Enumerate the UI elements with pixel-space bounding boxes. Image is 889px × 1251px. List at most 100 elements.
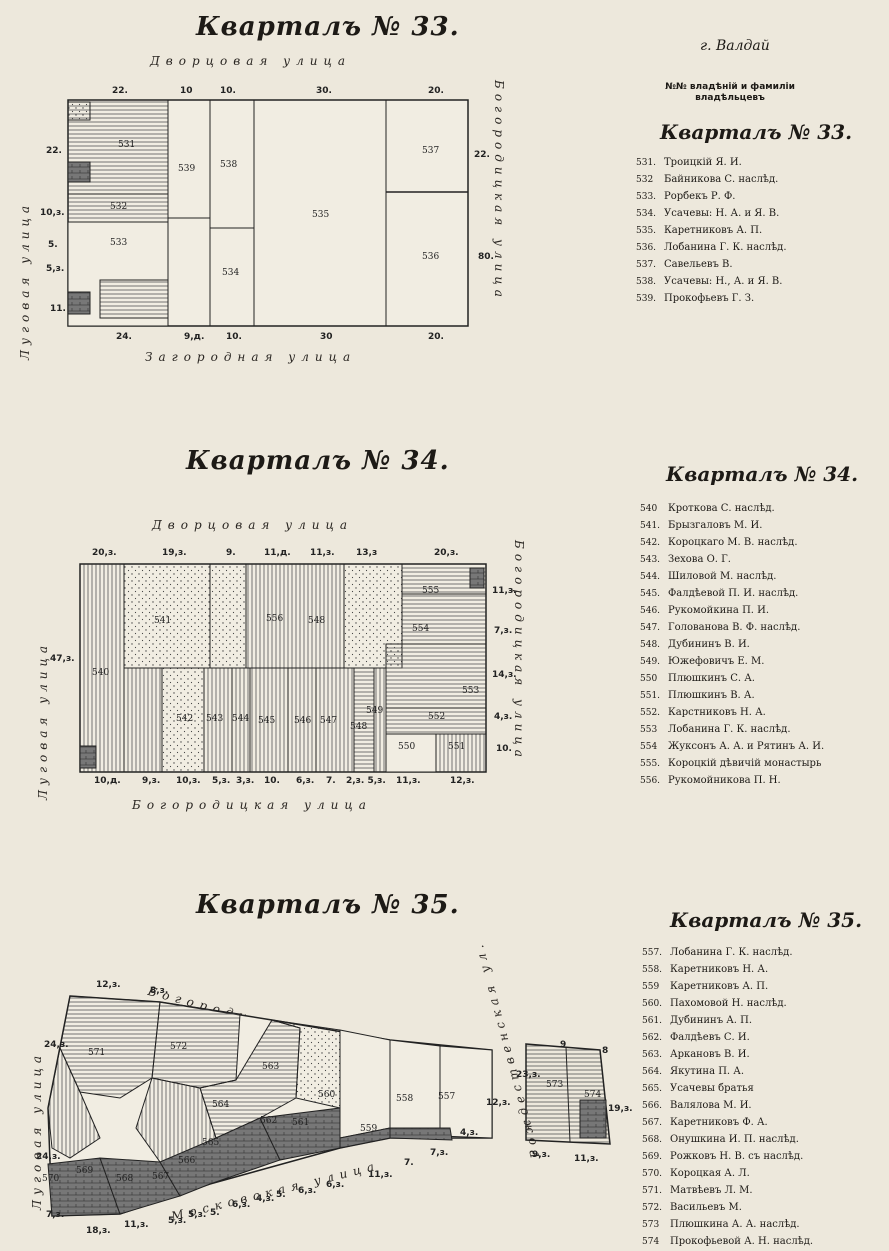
block-34-dim-top: 20,з. xyxy=(434,548,459,558)
block-34-dim-bottom: 3,з. xyxy=(236,776,255,786)
owner-name: Троицкій Я. И. xyxy=(664,157,742,168)
block-35-dim: 11,з. xyxy=(574,1154,599,1164)
owner-name: Рукомойкина П. И. xyxy=(668,605,770,616)
owner-entry: 538.Усачевы: Н., А. и Я. В. xyxy=(636,273,787,290)
block-33-dim-top: 22. xyxy=(112,86,128,96)
block-35-dim: 7,з. xyxy=(430,1148,449,1158)
block-33-dim-side: 5. xyxy=(48,240,58,250)
block-35-dim: 24,з. xyxy=(36,1152,61,1162)
owner-name: Усачевы: Н., А. и Я. В. xyxy=(664,276,783,287)
owner-name: Карстниковъ Н. А. xyxy=(668,707,766,718)
owner-number: 571. xyxy=(642,1186,663,1196)
owner-name: Каретниковъ Ф. А. xyxy=(670,1117,768,1128)
owner-entry: 574 Прокофьевой А. Н. наслѣд. xyxy=(642,1233,813,1250)
block-35-dim: 19,з. xyxy=(608,1104,633,1114)
owner-entry: 533.Рорбекъ Р. Ф. xyxy=(636,188,787,205)
owner-name: Плюшкинъ В. А. xyxy=(668,690,755,701)
owner-number: 552. xyxy=(640,708,661,718)
owner-name: Плюшкина А. А. наслѣд. xyxy=(670,1219,800,1230)
owner-entry: 569.Рожковъ Н. В. съ наслѣд. xyxy=(642,1148,813,1165)
owner-entry: 548.Дубининъ В. И. xyxy=(640,636,824,653)
block-35-dim: 5. xyxy=(210,1208,220,1218)
owner-number: 563. xyxy=(642,1050,663,1060)
block-33-dim-side: 10,з. xyxy=(40,208,65,218)
block-33-dim-bottom: 20. xyxy=(428,332,444,342)
owner-number: 550 xyxy=(640,674,658,684)
owner-number: 574 xyxy=(642,1237,660,1247)
owner-number: 549. xyxy=(640,657,661,667)
owner-name: Онушкина И. П. наслѣд. xyxy=(670,1134,799,1145)
owner-name: Усачевы: Н. А. и Я. В. xyxy=(664,208,780,219)
block-33-dim-bottom: 9,д. xyxy=(184,332,205,342)
block-35-dim: 12,з. xyxy=(486,1098,511,1108)
owner-entry: 536.Лобанина Г. К. наслѣд. xyxy=(636,239,787,256)
block-34-dim-bottom: 2,з. 5,з. xyxy=(346,776,386,786)
owner-name: Прокофьевой А. Н. наслѣд. xyxy=(670,1236,814,1247)
block-33-title: Кварталъ № 33. xyxy=(196,12,460,42)
block-35-lot: 569 xyxy=(76,1166,94,1176)
block-35-annex-plan xyxy=(525,1043,611,1145)
owner-name: Рукомойникова П. Н. xyxy=(668,775,781,786)
block-35-lot: 562 xyxy=(260,1116,278,1126)
block-33-lot-537: 537 xyxy=(422,146,440,156)
block-35-lot: 573 xyxy=(546,1080,564,1090)
block-33-lot-538: 538 xyxy=(220,160,238,170)
owner-number: 555. xyxy=(640,759,661,769)
owner-entry: 545.Фалдѣевой П. И. наслѣд. xyxy=(640,585,824,602)
owner-name: Каретниковъ А. П. xyxy=(670,981,769,992)
owner-number: 557. xyxy=(642,948,663,958)
owner-entry: 551.Плюшкинъ В. А. xyxy=(640,687,824,704)
block-33-lot-534: 534 xyxy=(222,268,240,278)
owner-name: Савельевъ В. xyxy=(664,259,733,270)
owner-entry: 570.Короцкая А. Л. xyxy=(642,1165,813,1182)
owner-number: 547. xyxy=(640,623,661,633)
owner-entry: 568.Онушкина И. П. наслѣд. xyxy=(642,1131,813,1148)
block-34-lot: 542 xyxy=(176,714,194,724)
block-34-dim-bottom: 7. xyxy=(326,776,336,786)
owner-entry: 546.Рукомойкина П. И. xyxy=(640,602,824,619)
owner-name: Байникова С. наслѣд. xyxy=(664,174,779,185)
block-33-lot-531: 531 xyxy=(118,140,136,150)
owner-number: 543. xyxy=(640,555,661,565)
block-34-title: Кварталъ № 34. xyxy=(186,446,450,476)
owner-entry: 571.Матвѣевъ Л. М. xyxy=(642,1182,813,1199)
owner-name: Рорбекъ Р. Ф. xyxy=(664,191,736,202)
owner-number: 556. xyxy=(640,776,661,786)
block-34-dim-top: 11,з. xyxy=(310,548,335,558)
owner-name: Короцкій дѣвичій монастырь xyxy=(668,758,822,769)
block-33-street-top: Дворцовая улица xyxy=(150,54,351,68)
block-35-lot: 571 xyxy=(88,1048,106,1058)
block-34-lot: 551 xyxy=(448,742,466,752)
owner-number: 537. xyxy=(636,260,657,270)
block-35-dim: 4,з. xyxy=(460,1128,479,1138)
block-35-lot: 560 xyxy=(318,1090,336,1100)
block-33-dim-side: 5,з. xyxy=(46,264,65,274)
owner-name: Прокофьевъ Г. З. xyxy=(664,293,755,304)
block-34-dim-bottom: 5,з. xyxy=(212,776,231,786)
block-34-dim-side: 11,з. xyxy=(492,586,517,596)
block-34-lot: 543 xyxy=(206,714,224,724)
block-34-lot: 548 xyxy=(350,722,368,732)
block-35-dim: 23,з. xyxy=(516,1070,541,1080)
block-33-plan xyxy=(67,99,469,327)
block-34-dim-side: 4,з. xyxy=(494,712,513,722)
block-35-dim: 6,з. xyxy=(298,1186,317,1196)
block-34-dim-top: 9. xyxy=(226,548,236,558)
owner-entry: 534.Усачевы: Н. А. и Я. В. xyxy=(636,205,787,222)
block-34-lot: 556 xyxy=(266,614,284,624)
block-34-dim-bottom: 6,з. xyxy=(296,776,315,786)
block-34-street-top: Дворцовая улица xyxy=(152,518,353,532)
block-33-street-right: Богородицкая улица xyxy=(492,80,506,302)
block-35-dim: 4,з. xyxy=(256,1194,275,1204)
owner-number: 566. xyxy=(642,1101,663,1111)
owner-entry: 566.Валялова М. И. xyxy=(642,1097,813,1114)
block-34-lot: 546 xyxy=(294,716,312,726)
owner-number: 572. xyxy=(642,1203,663,1213)
block-35-plan xyxy=(47,995,493,1217)
block-34-street-bottom: Богородицкая улица xyxy=(132,798,372,812)
block-35-dim: 5. xyxy=(276,1190,286,1200)
block-34-dim-side: 14,з. xyxy=(492,670,517,680)
block-35-dim: 6,з. xyxy=(232,1200,251,1210)
